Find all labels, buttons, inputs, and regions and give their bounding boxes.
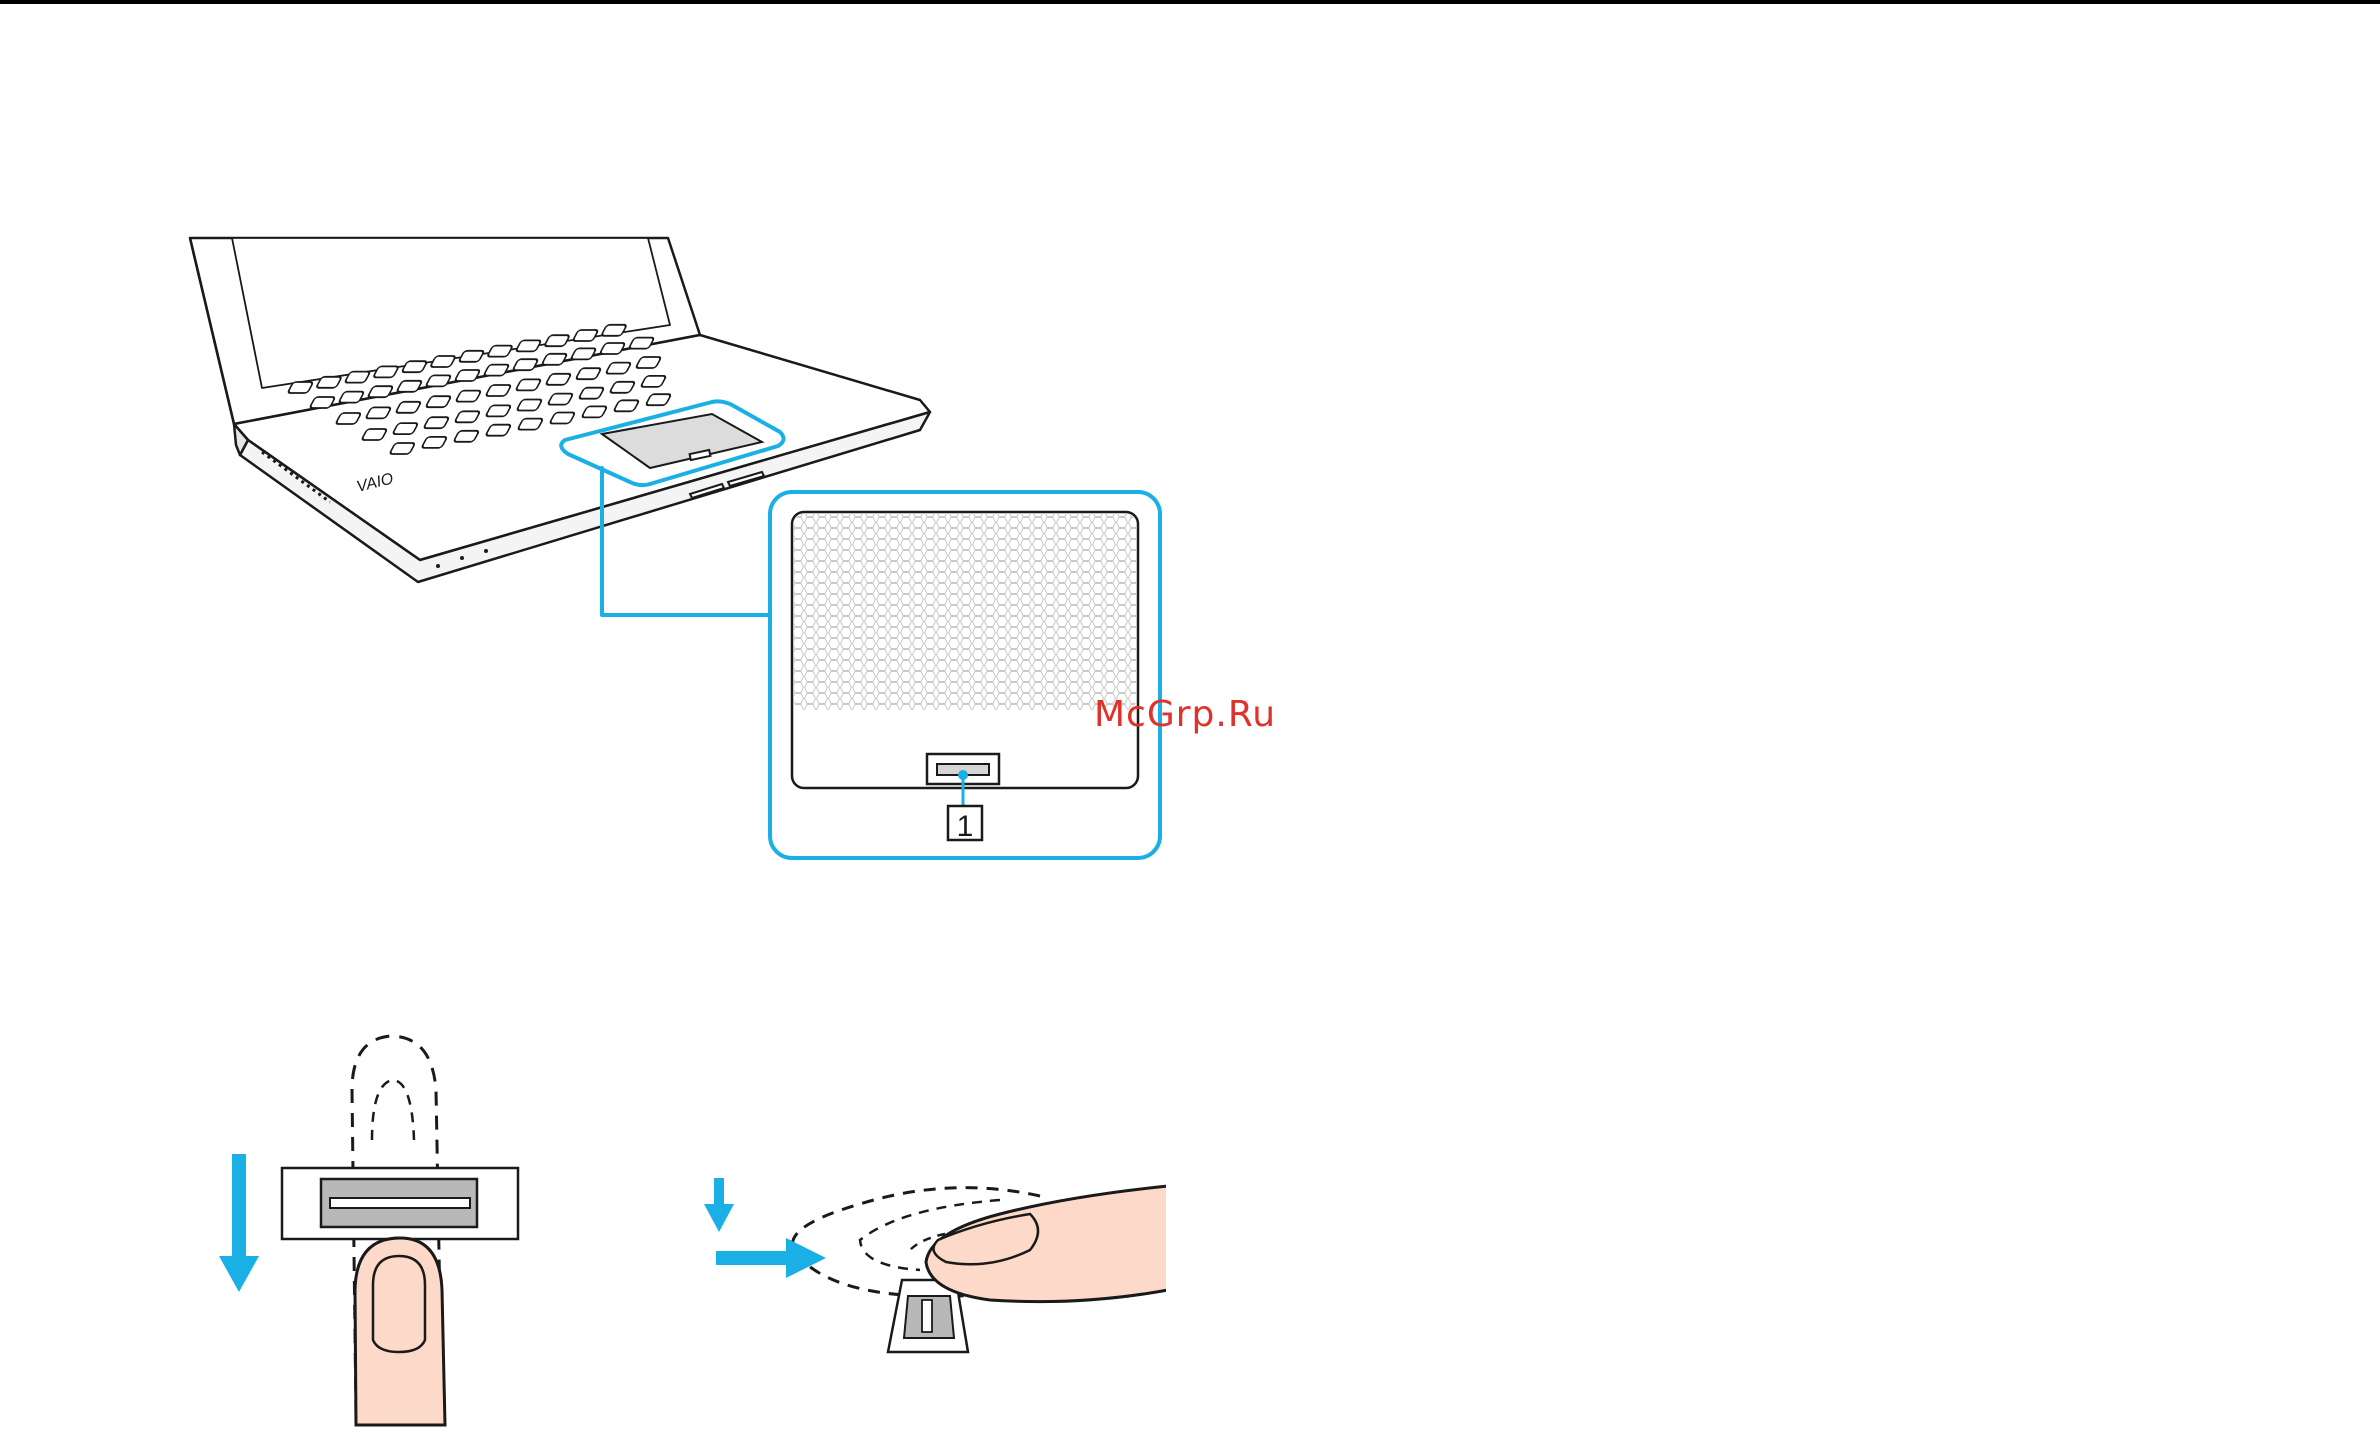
swipe-front-view: [219, 1036, 518, 1425]
right-arrow-icon: [716, 1238, 826, 1278]
callout-number: 1: [957, 810, 974, 843]
watermark: McGrp.Ru: [1094, 694, 1276, 735]
fingernail: [373, 1256, 425, 1352]
zoomed-touchpad: [792, 512, 1138, 788]
touchpad-texture: [794, 514, 1136, 710]
down-arrow-icon: [219, 1154, 259, 1292]
down-arrow-small-icon: [704, 1178, 734, 1232]
swipe-side-view: [704, 1178, 1180, 1352]
